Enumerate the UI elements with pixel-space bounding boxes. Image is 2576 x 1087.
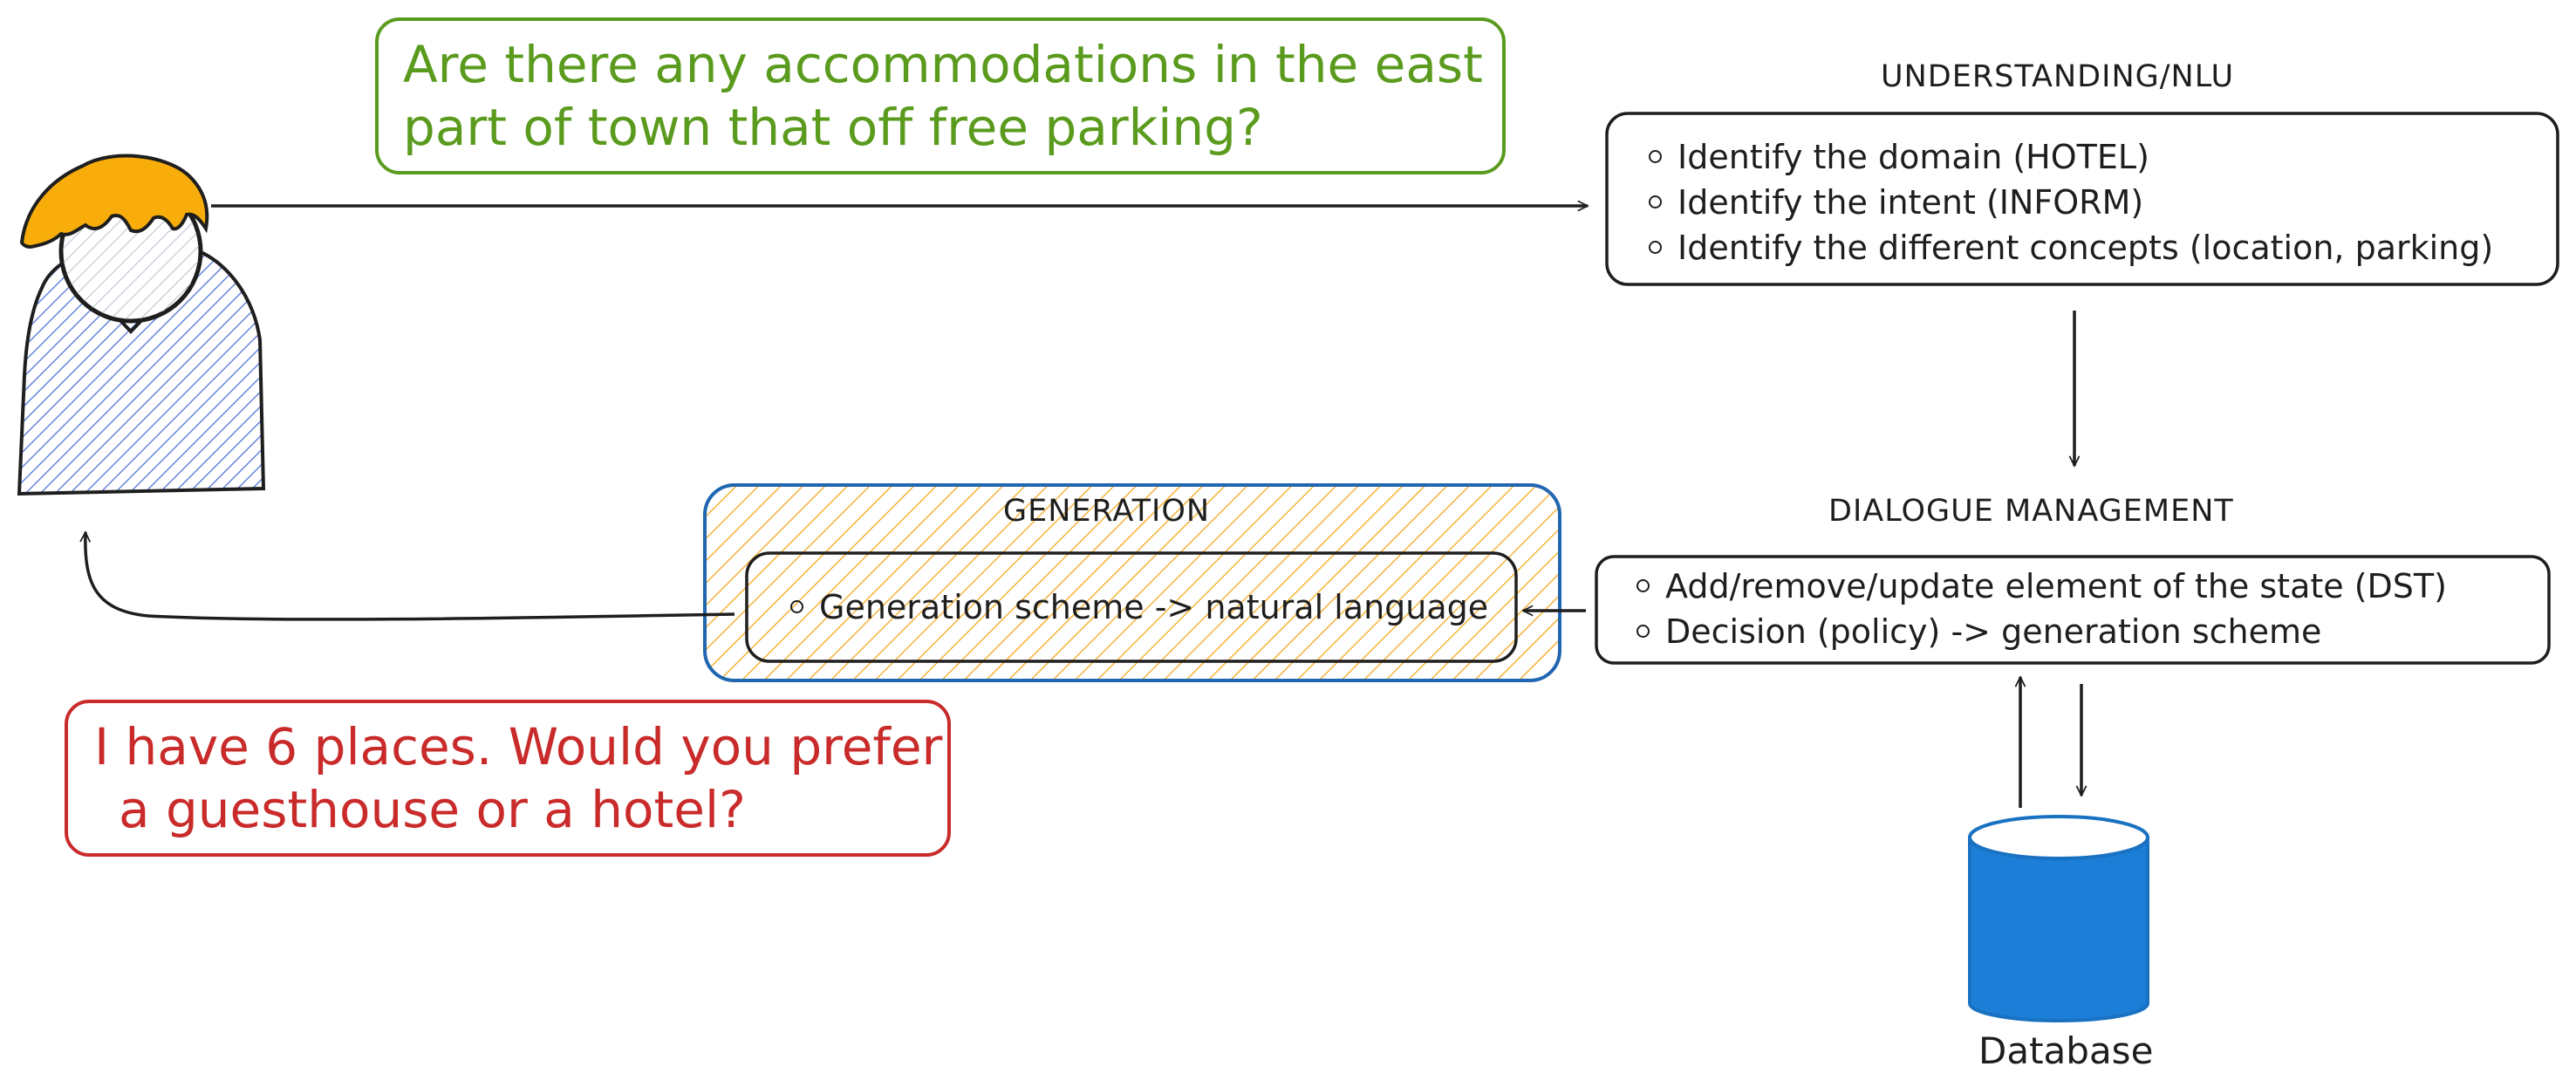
dm-title: DIALOGUE MANAGEMENT [1828, 494, 2234, 529]
bullet-icon [1636, 579, 1650, 592]
nlu-item-list: Identify the domain (HOTEL) Identify the… [1649, 134, 2493, 270]
system-speech-line: I have 6 places. Would you prefer [94, 717, 943, 776]
generation-box [703, 483, 1561, 682]
system-speech-text: I have 6 places. Would you prefer a gues… [94, 715, 942, 841]
list-item: Add/remove/update element of the state (… [1636, 564, 2447, 609]
list-item: Identify the domain (HOTEL) [1649, 134, 2493, 180]
bullet-icon [1649, 150, 1662, 163]
user-speech-line: part of town that off free parking? [403, 98, 1263, 157]
user-icon [17, 154, 266, 496]
dm-item-policy: Decision (policy) -> generation scheme [1665, 612, 2322, 651]
nlu-item-intent: Identify the intent (INFORM) [1677, 183, 2144, 222]
dm-item-list: Add/remove/update element of the state (… [1636, 564, 2447, 654]
list-item: Decision (policy) -> generation scheme [1636, 609, 2447, 654]
nlu-title: UNDERSTANDING/NLU [1881, 59, 2235, 94]
list-item: Identify the different concepts (locatio… [1649, 225, 2493, 270]
user-speech-text: Are there any accommodations in the east… [403, 33, 1483, 159]
system-speech-line: a guesthouse or a hotel? [119, 780, 746, 839]
nlu-box [1605, 112, 2559, 286]
bullet-icon [1636, 625, 1650, 638]
list-item: Identify the intent (INFORM) [1649, 180, 2493, 225]
bullet-icon [1649, 195, 1662, 209]
arrow-generation-to-user [85, 532, 735, 621]
generation-item-scheme: Generation scheme -> natural language [819, 588, 1489, 626]
database-label: Database [1978, 1029, 2154, 1072]
list-item: Generation scheme -> natural language [790, 585, 1488, 630]
system-speech-bubble [65, 700, 951, 857]
bullet-icon [790, 600, 803, 613]
user-speech-line: Are there any accommodations in the east [403, 35, 1483, 94]
generation-title: GENERATION [1003, 494, 1211, 529]
user-hair [19, 154, 209, 249]
database-icon [1968, 815, 2149, 1022]
generation-inner-box [745, 551, 1518, 663]
dm-box [1595, 555, 2551, 665]
bullet-icon [1649, 241, 1662, 254]
nlu-item-concepts: Identify the different concepts (locatio… [1677, 229, 2494, 267]
generation-item-list: Generation scheme -> natural language [790, 585, 1488, 630]
dm-item-state: Add/remove/update element of the state (… [1665, 567, 2447, 605]
nlu-item-domain: Identify the domain (HOTEL) [1677, 138, 2149, 176]
user-speech-bubble [375, 17, 1506, 174]
